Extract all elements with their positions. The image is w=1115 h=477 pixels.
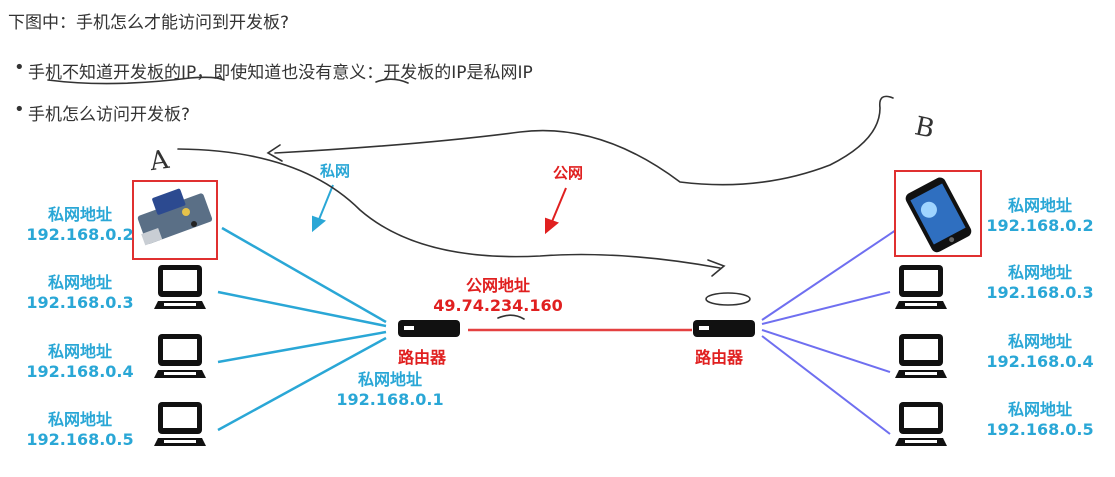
addr-title: 私网地址 [47, 273, 112, 292]
public-address: 公网地址 49.74.234.160 [418, 276, 578, 316]
addr-ip: 192.168.0.5 [986, 420, 1094, 439]
left-addr-2: 私网地址 192.168.0.3 [10, 273, 150, 313]
left-router-label: 路由器 [398, 348, 447, 367]
addr-title: 私网地址 [1007, 196, 1072, 215]
bullet-item-2: 手机怎么访问开发板? [14, 99, 190, 125]
addr-ip: 192.168.0.5 [26, 430, 134, 449]
computer-icon [154, 334, 206, 378]
addr-title: 私网地址 [1007, 263, 1072, 282]
router-addr-title: 私网地址 [357, 370, 422, 389]
computer-icon [895, 265, 947, 309]
link-pc5-router [217, 336, 387, 432]
private-arrow [312, 184, 334, 233]
arrow-head-left [266, 144, 283, 162]
computer-icons [154, 265, 947, 446]
addr-ip: 192.168.0.2 [986, 216, 1094, 235]
addr-title: 私网地址 [47, 410, 112, 429]
addr-title: 私网地址 [1007, 400, 1072, 419]
addr-title: 私网地址 [47, 205, 112, 224]
computer-icon [154, 402, 206, 446]
link-router-pc3 [761, 291, 891, 325]
right-links [761, 229, 897, 435]
dev-board-icon [137, 188, 213, 246]
phone-frame [894, 170, 982, 257]
router-addr-ip: 192.168.0.1 [336, 390, 444, 409]
public-arrow [545, 187, 567, 235]
lower-curve [177, 148, 721, 269]
left-addr-3: 私网地址 192.168.0.4 [10, 342, 150, 382]
link-board-router [221, 226, 387, 324]
label-private-network: 私网 [320, 162, 351, 180]
right-addr-4: 私网地址 192.168.0.5 [970, 400, 1110, 440]
computer-icon [895, 402, 947, 446]
computer-icon [895, 334, 947, 378]
right-addr-2: 私网地址 192.168.0.3 [970, 263, 1110, 303]
bullet-item-1: 手机不知道开发板的IP，即使知道也没有意义：开发板的IP是私网IP [14, 57, 533, 83]
left-links [217, 226, 387, 432]
label-public-network: 公网 [553, 164, 584, 182]
right-addr-1: 私网地址 192.168.0.2 [970, 196, 1110, 236]
left-addr-1: 私网地址 192.168.0.2 [10, 205, 150, 245]
link-router-pc5 [761, 335, 891, 435]
link-pc3-router [217, 290, 387, 328]
annotation-a: A [148, 144, 171, 178]
addr-ip: 192.168.0.4 [986, 352, 1094, 371]
router-private-address: 私网地址 192.168.0.1 [320, 370, 460, 410]
phone-icon [905, 177, 972, 253]
left-addr-4: 私网地址 192.168.0.5 [10, 410, 150, 450]
handwritten-marks [47, 76, 894, 320]
addr-ip: 192.168.0.3 [986, 283, 1094, 302]
public-ip-underline [497, 314, 525, 320]
public-addr-ip: 49.74.234.160 [433, 296, 563, 315]
addr-ip: 192.168.0.4 [26, 362, 134, 381]
link-router-phone [761, 229, 897, 321]
underline-1 [47, 76, 225, 85]
addr-title: 私网地址 [1007, 332, 1072, 351]
public-addr-title: 公网地址 [465, 276, 530, 295]
right-router-label: 路由器 [695, 348, 744, 367]
link-pc4-router [217, 330, 387, 364]
dev-board-frame [132, 180, 218, 260]
addr-ip: 192.168.0.3 [26, 293, 134, 312]
right-router-icon [693, 320, 755, 337]
big-curve-path [274, 95, 894, 186]
addr-ip: 192.168.0.2 [26, 225, 134, 244]
computer-icon [154, 265, 206, 309]
right-addr-3: 私网地址 192.168.0.4 [970, 332, 1110, 372]
left-router-icon [398, 320, 460, 337]
arrow-head-right [707, 259, 726, 277]
question-text: 下图中：手机怎么才能访问到开发板? [8, 13, 290, 33]
link-router-pc4 [761, 329, 891, 373]
underline-2 [375, 78, 409, 84]
scribble-ellipse [705, 292, 751, 306]
addr-title: 私网地址 [47, 342, 112, 361]
